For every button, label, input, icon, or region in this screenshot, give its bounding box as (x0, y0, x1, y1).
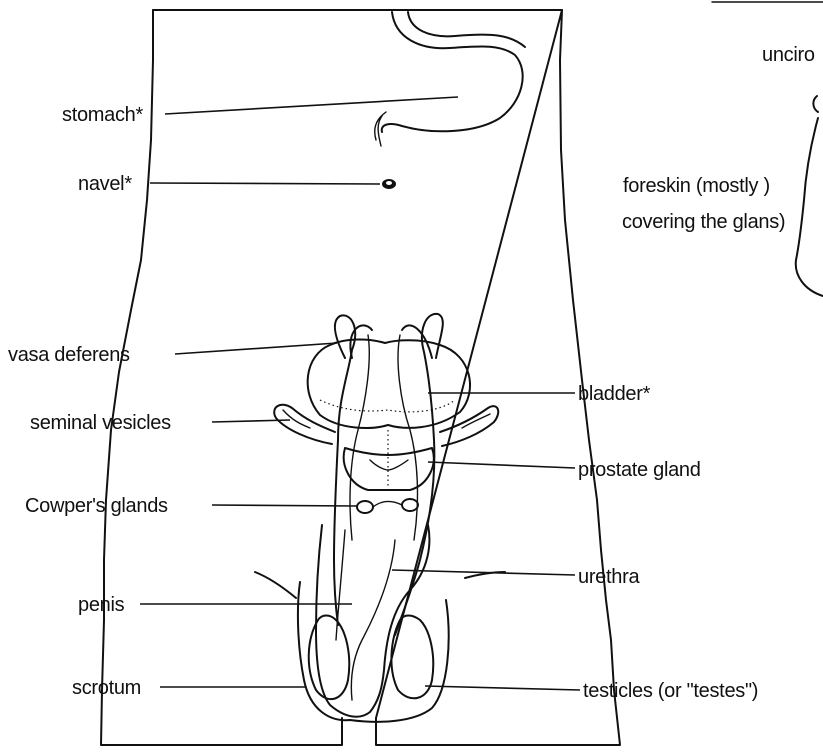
label-testicles: testicles (or "testes") (583, 680, 758, 702)
label-cowpers-glands: Cowper's glands (25, 495, 168, 517)
cowpers-glands-illustration (357, 499, 418, 513)
body-outline (101, 10, 620, 745)
inset-title-fragment: unciro (762, 44, 815, 66)
inset-penis-outline (796, 96, 823, 296)
navel-illustration (382, 179, 396, 189)
stomach-illustration (375, 12, 525, 146)
inset-foreskin-line1: foreskin (mostly ) (623, 175, 770, 197)
label-scrotum: scrotum (72, 677, 141, 699)
label-urethra: urethra (578, 566, 640, 588)
label-stomach: stomach* (62, 104, 143, 126)
bladder-illustration (308, 339, 470, 428)
inset-uncircumcised: unciro foreskin (mostly ) covering the g… (622, 2, 823, 296)
inset-foreskin-line2: covering the glans) (622, 211, 785, 233)
leader-testicles (425, 686, 580, 690)
label-seminal-vesicles: seminal vesicles (30, 412, 171, 434)
penis-illustration (316, 525, 429, 717)
label-bladder: bladder* (578, 383, 651, 405)
label-navel: navel* (78, 173, 132, 195)
vasa-deferens-illustration (334, 314, 443, 635)
leader-lines (140, 97, 580, 690)
label-vasa-deferens: vasa deferens (8, 344, 130, 366)
leader-stomach (165, 97, 458, 114)
label-penis: penis (78, 594, 125, 616)
leader-cowpers-glands (212, 505, 357, 506)
prostate-gland-illustration (344, 430, 434, 490)
leader-navel (150, 183, 380, 184)
leader-vasa-deferens (175, 343, 337, 354)
label-prostate-gland: prostate gland (578, 459, 701, 481)
leader-prostate (428, 462, 575, 468)
